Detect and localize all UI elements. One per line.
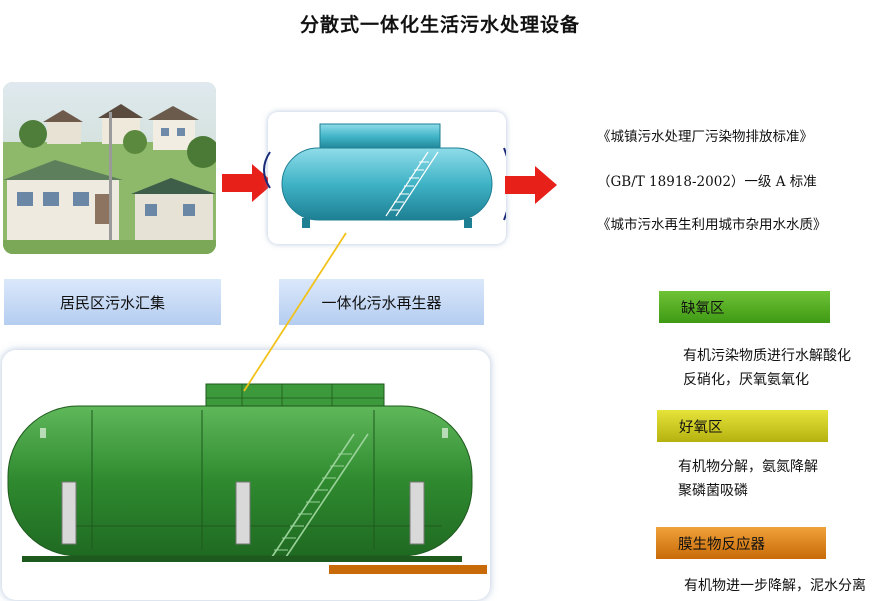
aerobic-zone-desc-2: 聚磷菌吸磷 — [678, 481, 748, 502]
inlet-curve-icon — [256, 150, 272, 190]
standard-line-3: 《城市污水再生利用城市杂用水水质》 — [597, 213, 827, 233]
anoxic-zone-desc-2: 反硝化，厌氧氨氧化 — [683, 370, 809, 391]
anoxic-zone-label: 缺氧区 — [659, 291, 830, 323]
mbr-strip — [329, 565, 487, 574]
anoxic-zone-desc-1: 有机污染物质进行水解酸化 — [683, 346, 851, 367]
residential-area-photo — [3, 82, 216, 254]
aerobic-zone-desc-1: 有机物分解，氨氮降解 — [678, 457, 818, 478]
aerobic-zone-label: 好氧区 — [657, 410, 828, 442]
anoxic-zone-name: 缺氧区 — [681, 297, 725, 318]
device-cutaway-illustration — [2, 350, 490, 600]
device-illustration — [268, 112, 506, 244]
standard-line-1: 《城镇污水处理厂污染物排放标准》 — [597, 125, 813, 145]
device-label-box: 一体化污水再生器 — [279, 279, 484, 325]
standard-line-2: （GB/T 18918-2002）一级 A 标准 — [597, 170, 817, 190]
source-label-box: 居民区污水汇集 — [4, 279, 221, 325]
source-label: 居民区污水汇集 — [60, 292, 165, 313]
diagram-title: 分散式一体化生活污水处理设备 — [0, 10, 880, 37]
mbr-zone-label: 膜生物反应器 — [656, 527, 826, 559]
device-label: 一体化污水再生器 — [321, 292, 441, 313]
mbr-zone-name: 膜生物反应器 — [678, 533, 765, 554]
aerobic-zone-name: 好氧区 — [679, 416, 723, 437]
outflow-arrow-icon — [505, 166, 557, 204]
mbr-zone-desc-1: 有机物进一步降解，泥水分离 — [684, 576, 866, 597]
